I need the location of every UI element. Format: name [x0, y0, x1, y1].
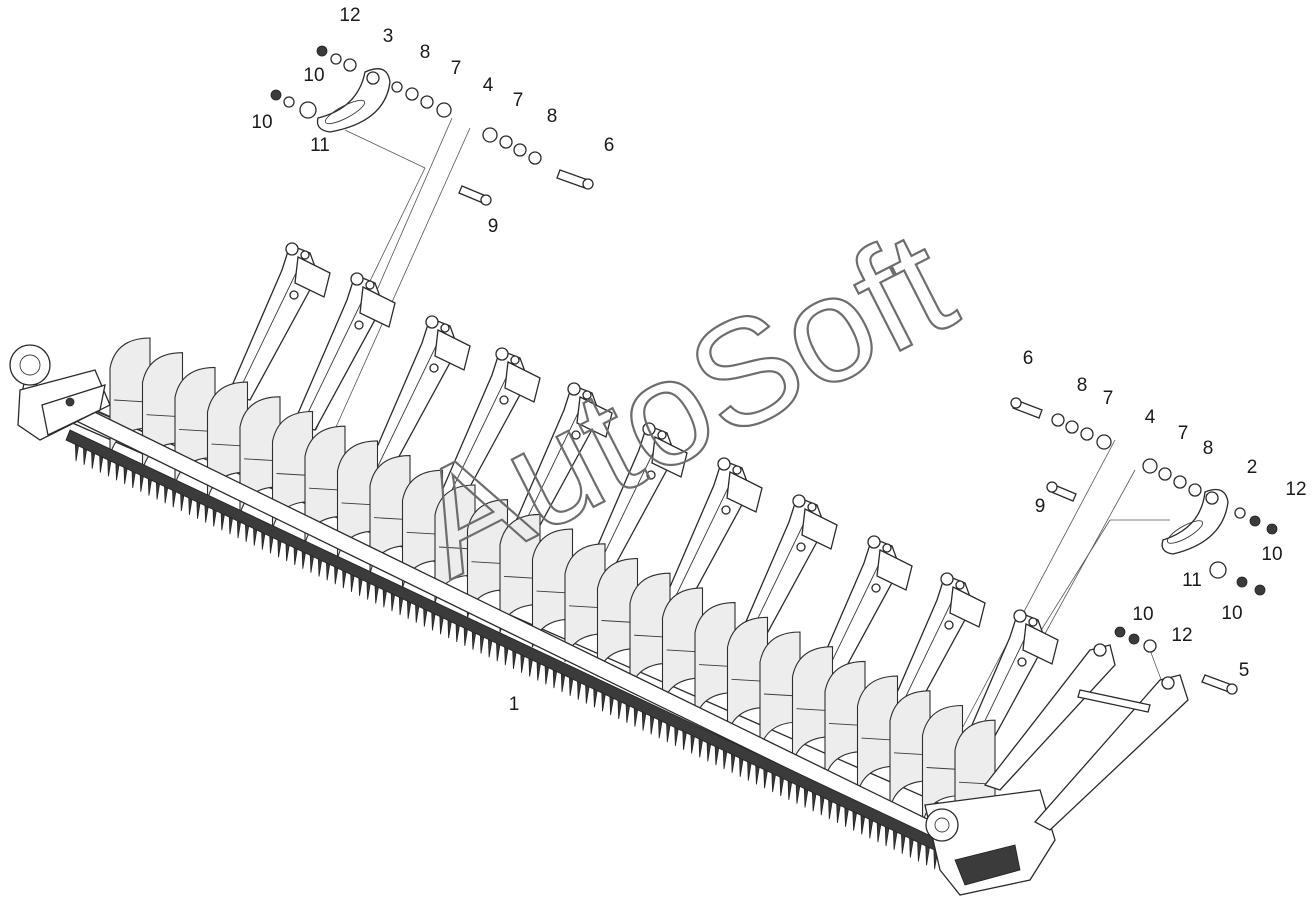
callout-label: 4 [483, 75, 494, 96]
callout-label: 4 [1145, 407, 1156, 428]
reel-arm [584, 422, 688, 581]
callout-label: 9 [488, 216, 499, 237]
callout-label: 3 [383, 26, 394, 47]
callout-label: 11 [1182, 570, 1202, 591]
callout-label: 10 [1261, 544, 1282, 565]
callout-label: 8 [1203, 438, 1214, 459]
callout-label: 10 [251, 112, 272, 133]
callout-label: 10 [1132, 604, 1153, 625]
callout-label: 12 [339, 5, 360, 26]
callout-label: 11 [310, 135, 330, 156]
reel-arm [734, 494, 838, 653]
callout-label: 6 [604, 135, 615, 156]
callout-label: 5 [1239, 660, 1250, 681]
callout-label: 8 [547, 106, 558, 127]
callout-label: 7 [1103, 388, 1114, 409]
reel-arm [227, 242, 331, 401]
callout-label: 10 [1221, 603, 1242, 624]
right-drive-housing [924, 789, 1056, 896]
callout-label: 2 [1247, 457, 1258, 478]
reel-arm [437, 347, 541, 506]
callout-label: 7 [513, 90, 524, 111]
callout-label: 12 [1285, 479, 1306, 500]
right-hardware [1010, 397, 1278, 695]
callout-label: 8 [1077, 375, 1088, 396]
reel-arm [292, 272, 396, 431]
right-end-arms [983, 643, 1189, 831]
left-drive-housing [9, 344, 111, 441]
callout-label: 8 [420, 42, 431, 63]
callout-label: 7 [451, 58, 462, 79]
callout-label: 1 [509, 694, 520, 715]
callout-label: 7 [1178, 423, 1189, 444]
reel-arm [509, 382, 613, 541]
reel-arms [227, 242, 1059, 768]
callout-label: 10 [303, 65, 324, 86]
reel-arm [659, 457, 763, 616]
callout-label: 6 [1023, 348, 1034, 369]
callout-label: 9 [1035, 496, 1046, 517]
upper-left-hardware [270, 45, 594, 206]
callout-label: 12 [1171, 625, 1192, 646]
